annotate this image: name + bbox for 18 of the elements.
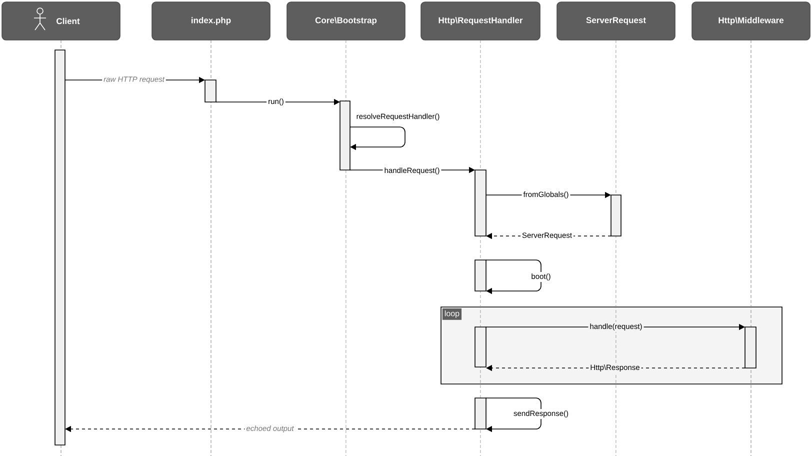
activation-bar [474,326,486,368]
participant-box: index.php [152,2,270,40]
participant-box: Core\Bootstrap [286,2,406,40]
arrow [486,260,542,294]
activation-bar [474,170,486,236]
participant-box: ServerRequest [556,2,676,40]
activation-bar [610,194,622,236]
participant-box: Http\RequestHandler [420,2,540,40]
activation-bar [744,326,756,368]
activation-bar [474,260,486,292]
activation-bar [204,80,216,102]
activation-bar [474,398,486,430]
activation-bar [54,50,66,446]
arrow [350,126,406,150]
arrow [486,398,542,432]
participant-box: Client [2,2,120,40]
participant-box: Http\Middleware [692,2,810,40]
activation-bar [340,100,350,170]
